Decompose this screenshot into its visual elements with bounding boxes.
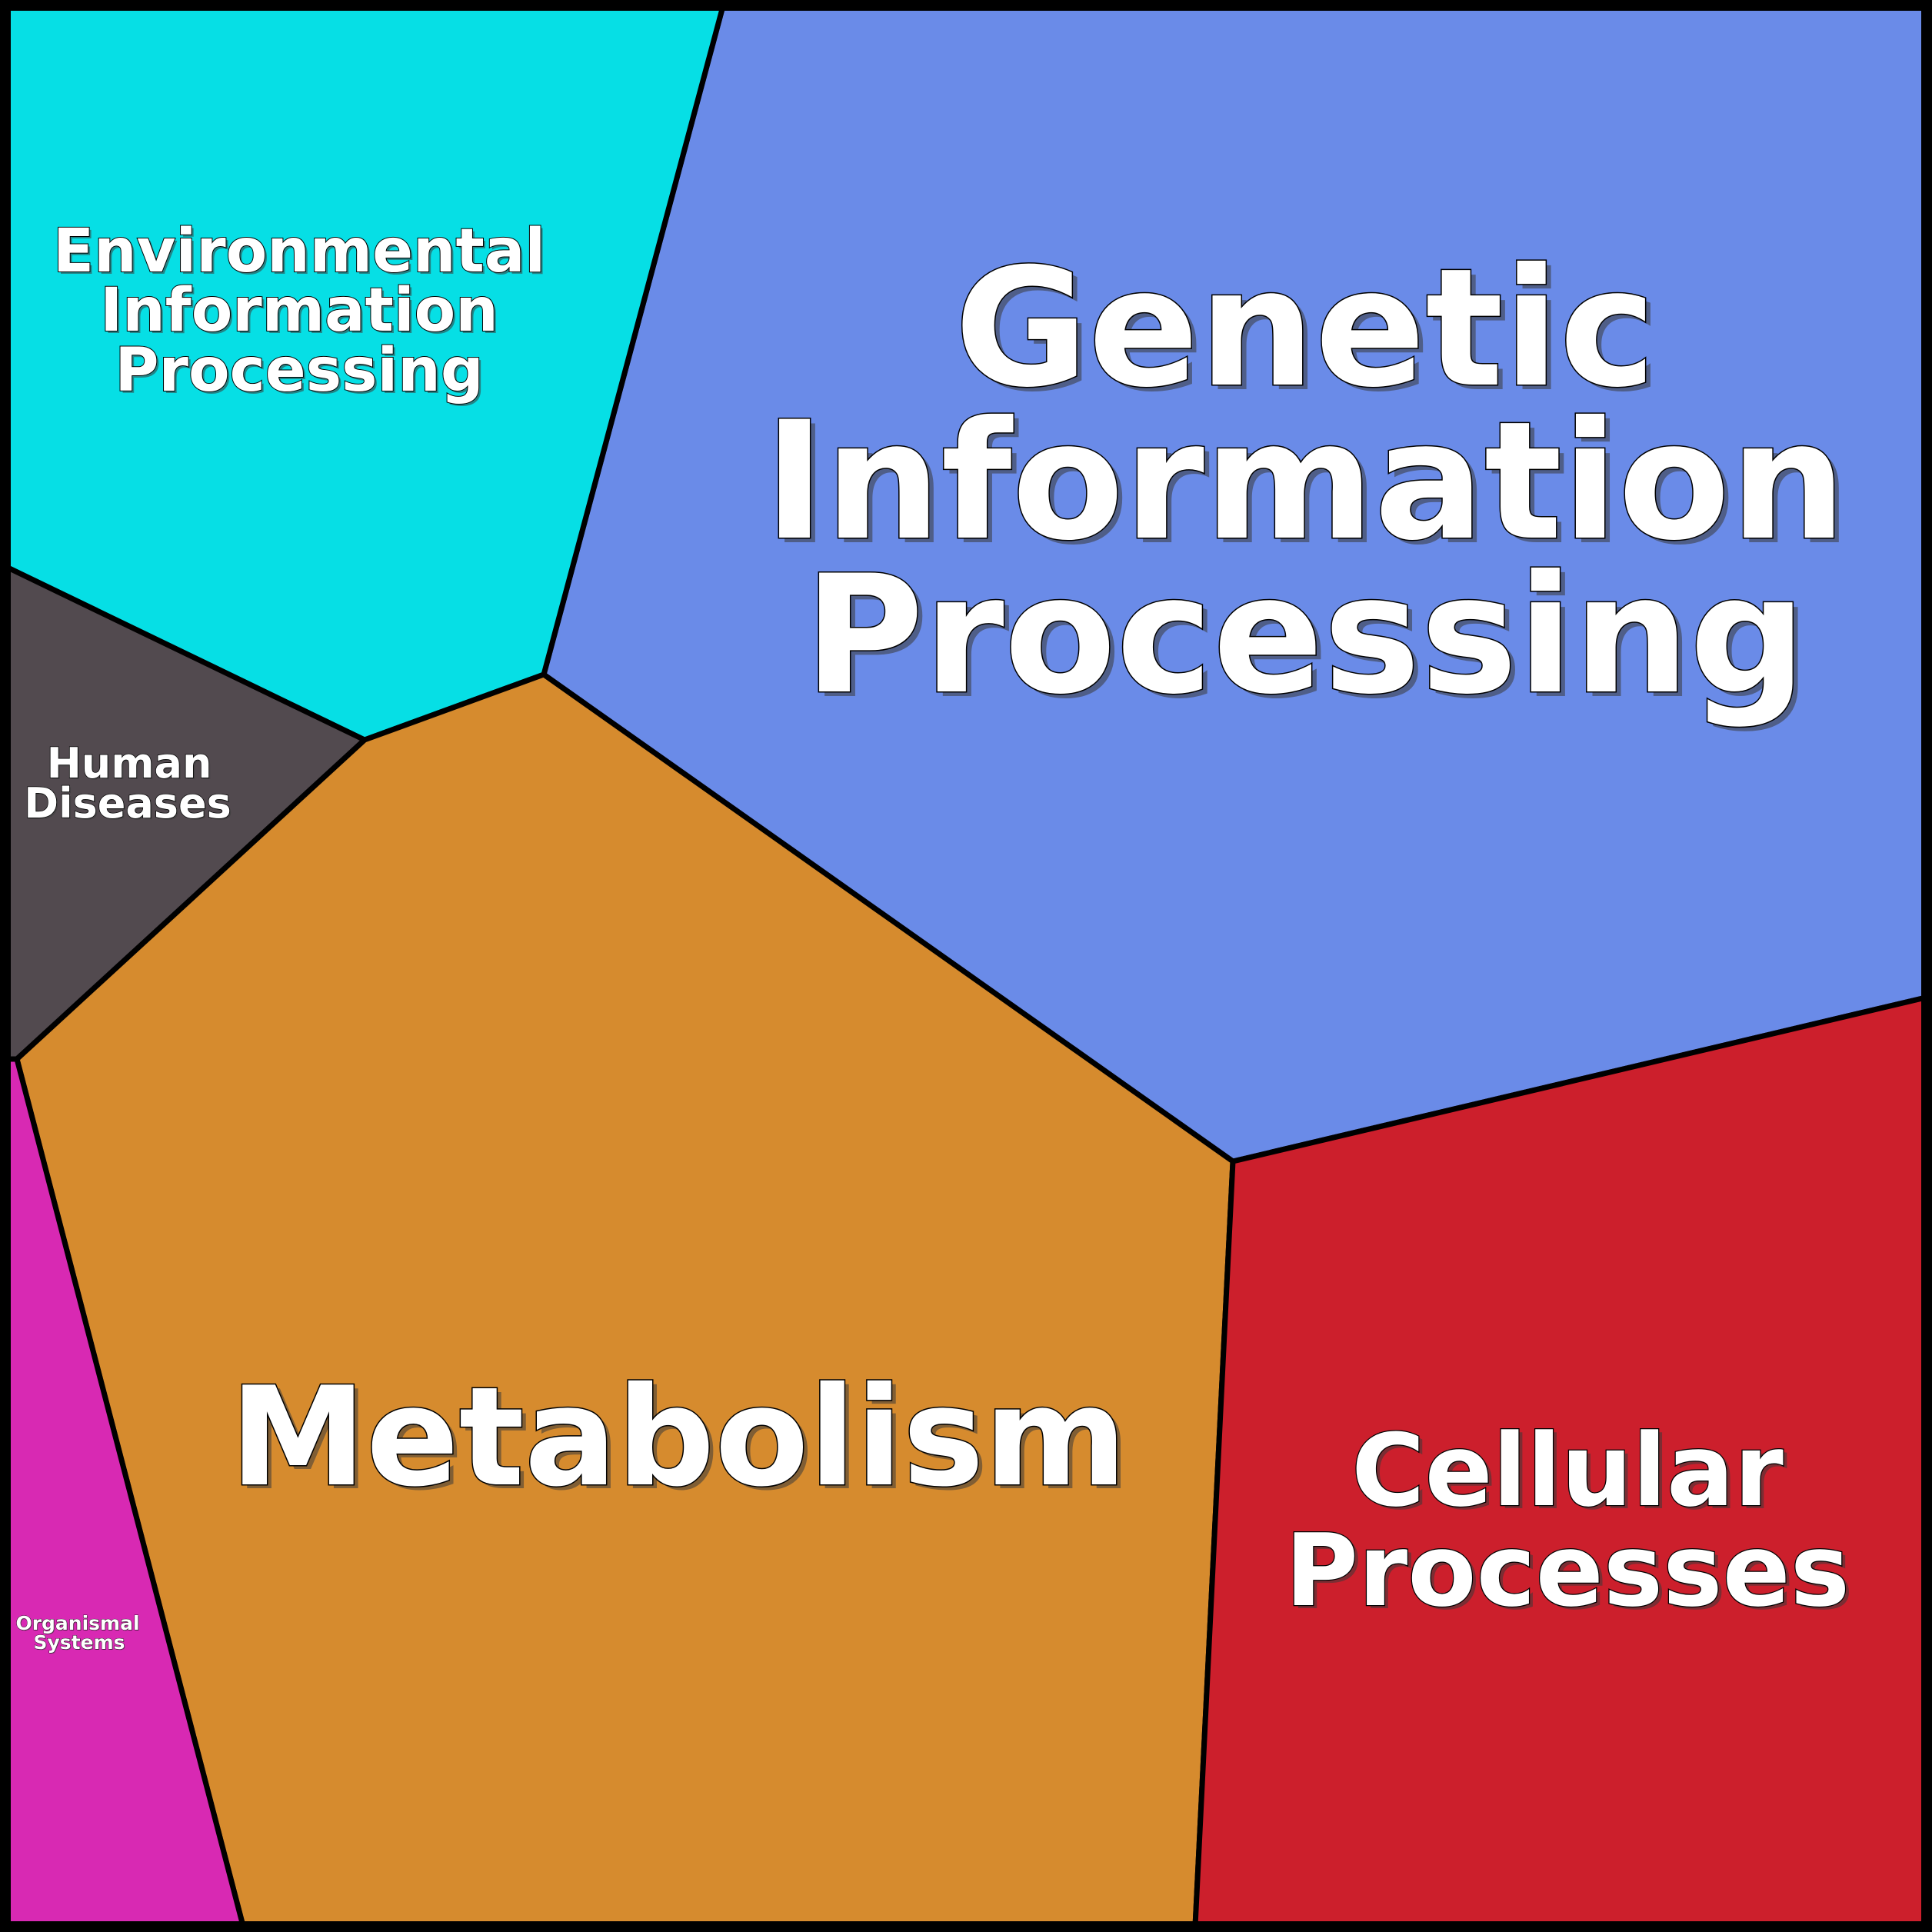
- label-cellular-processes: Cellular Processes Cellular Processes: [1284, 1411, 1854, 1632]
- label-line: Environmental: [53, 217, 545, 286]
- label-line: Organismal: [15, 1612, 139, 1634]
- label-shadow: Organismal: [16, 1613, 140, 1635]
- label-line: Systems: [33, 1631, 125, 1654]
- label-shadow: Processes: [1289, 1515, 1854, 1632]
- label-line: Genetic: [954, 233, 1656, 423]
- label-shadow: Processing: [810, 545, 1812, 734]
- label-shadow: Metabolism: [235, 1361, 1131, 1521]
- label-line: Cellular: [1351, 1412, 1784, 1529]
- label-line: Processing: [804, 540, 1807, 730]
- label-shadow: Genetic: [960, 238, 1661, 428]
- label-metabolism: Metabolism Metabolism: [228, 1357, 1131, 1521]
- label-shadow: Human: [48, 741, 214, 789]
- label-line: Processes: [1285, 1512, 1850, 1629]
- label-line: Processing: [115, 336, 483, 405]
- label-shadow: Information: [770, 391, 1852, 581]
- label-line: Information: [100, 276, 498, 345]
- label-line: Diseases: [24, 779, 231, 828]
- label-shadow: Cellular: [1355, 1415, 1787, 1532]
- label-shadow: Processing: [117, 338, 485, 408]
- label-shadow: Environmental: [55, 219, 548, 288]
- label-shadow: Information: [102, 278, 501, 348]
- label-environmental-information-processing: Environmental Information Processing Env…: [52, 216, 548, 408]
- label-shadow: Diseases: [25, 781, 232, 829]
- label-organismal-systems: Organismal Systems Organismal Systems: [15, 1612, 140, 1654]
- label-shadow: Systems: [34, 1632, 125, 1654]
- label-line: Human: [47, 739, 212, 788]
- label-human-diseases: Human Diseases Human Diseases: [24, 738, 233, 829]
- label-line: Metabolism: [230, 1357, 1127, 1517]
- label-line: Information: [764, 386, 1847, 576]
- label-genetic-information-processing: Genetic Information Processing Genetic I…: [763, 232, 1852, 735]
